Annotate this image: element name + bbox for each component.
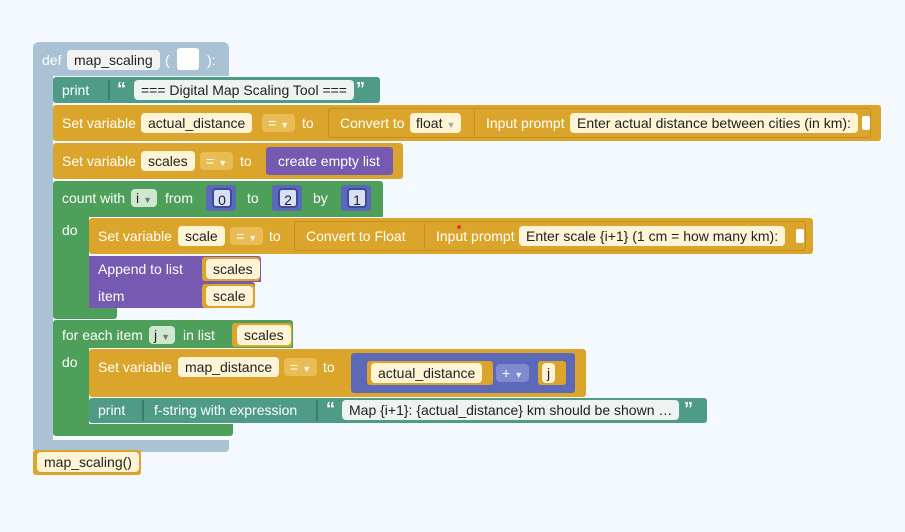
for-each-item-label: for each item [62, 327, 143, 343]
fstring-label: f-string with expression [154, 402, 298, 418]
set-variable-label: Set variable [98, 359, 172, 375]
call-label[interactable]: map_scaling() [37, 452, 139, 472]
function-name-field[interactable]: map_scaling [67, 50, 160, 70]
do-label: do [62, 222, 78, 238]
input-notch-icon [862, 116, 870, 130]
close-paren: ): [207, 52, 216, 68]
to-label: to [269, 228, 281, 244]
operator-dropdown[interactable]: =▼ [284, 358, 318, 376]
close-quote-icon: ” [356, 79, 365, 99]
variable-name-map-distance[interactable]: map_distance [178, 357, 280, 377]
append-list-name[interactable]: scales [206, 259, 260, 279]
set-variable-label: Set variable [62, 153, 136, 169]
prompt-text-field[interactable]: Enter scale {i+1} (1 cm = how many km): [519, 226, 786, 246]
set-variable-label: Set variable [98, 228, 172, 244]
to-label: to [247, 190, 259, 206]
by-value[interactable]: 1 [347, 188, 367, 208]
to-label: to [323, 359, 335, 375]
append-item-name[interactable]: scale [206, 286, 253, 306]
input-prompt-label: Input prompt [436, 228, 515, 244]
input-prompt-label: Input prompt [486, 115, 565, 131]
item-label: item [98, 288, 125, 304]
params-slot[interactable] [177, 48, 199, 70]
convert-to-label: Convert to [340, 115, 405, 131]
create-empty-list-label: create empty list [278, 153, 380, 169]
prompt-text-field[interactable]: Enter actual distance between cities (in… [570, 113, 858, 133]
variable-name-scales[interactable]: scales [141, 151, 195, 171]
to-value[interactable]: 2 [278, 188, 298, 208]
operator-dropdown[interactable]: =▼ [262, 114, 296, 132]
math-operator-dropdown[interactable]: +▼ [496, 364, 530, 382]
foreach-loop-side [53, 348, 89, 428]
count-with-label: count with [62, 190, 126, 206]
append-to-list-label: Append to list [98, 261, 183, 277]
to-label: to [240, 153, 252, 169]
fstring-block[interactable] [142, 400, 312, 421]
variable-name-scale[interactable]: scale [178, 226, 225, 246]
do-label: do [62, 354, 78, 370]
variable-name-actual-distance[interactable]: actual_distance [141, 113, 253, 133]
open-paren: ( [165, 52, 170, 68]
left-operand[interactable]: actual_distance [371, 363, 483, 383]
input-notch-icon [796, 229, 804, 243]
warning-dot-icon [457, 225, 461, 229]
from-label: from [165, 190, 193, 206]
count-loop-bottom [53, 307, 117, 319]
close-quote-icon: ” [684, 399, 693, 419]
to-label: to [302, 115, 314, 131]
print-keyword: print [98, 402, 126, 418]
right-operand[interactable]: j [542, 363, 556, 383]
loop-variable-dropdown[interactable]: i▼ [131, 189, 158, 207]
in-list-label: in list [183, 327, 215, 343]
convert-type-dropdown[interactable]: float▼ [410, 113, 462, 133]
foreach-variable-dropdown[interactable]: j▼ [149, 326, 176, 344]
create-empty-list-block[interactable] [266, 147, 393, 175]
def-keyword: def [42, 52, 62, 68]
convert-to-float-label: Convert to Float [306, 228, 406, 244]
by-label: by [313, 190, 328, 206]
fstring-text-field[interactable]: Map {i+1}: {actual_distance} km should b… [342, 400, 680, 420]
from-value[interactable]: 0 [212, 188, 232, 208]
foreach-loop-bottom [53, 424, 233, 436]
open-quote-icon: “ [117, 79, 126, 99]
open-quote-icon: “ [326, 399, 335, 419]
print-keyword: print [62, 82, 90, 98]
operator-dropdown[interactable]: =▼ [200, 152, 234, 170]
set-variable-label: Set variable [62, 115, 136, 131]
foreach-list-name[interactable]: scales [237, 325, 291, 345]
operator-dropdown[interactable]: =▼ [230, 227, 264, 245]
count-loop-side [53, 217, 89, 317]
print-title-text[interactable]: === Digital Map Scaling Tool === [134, 80, 354, 100]
